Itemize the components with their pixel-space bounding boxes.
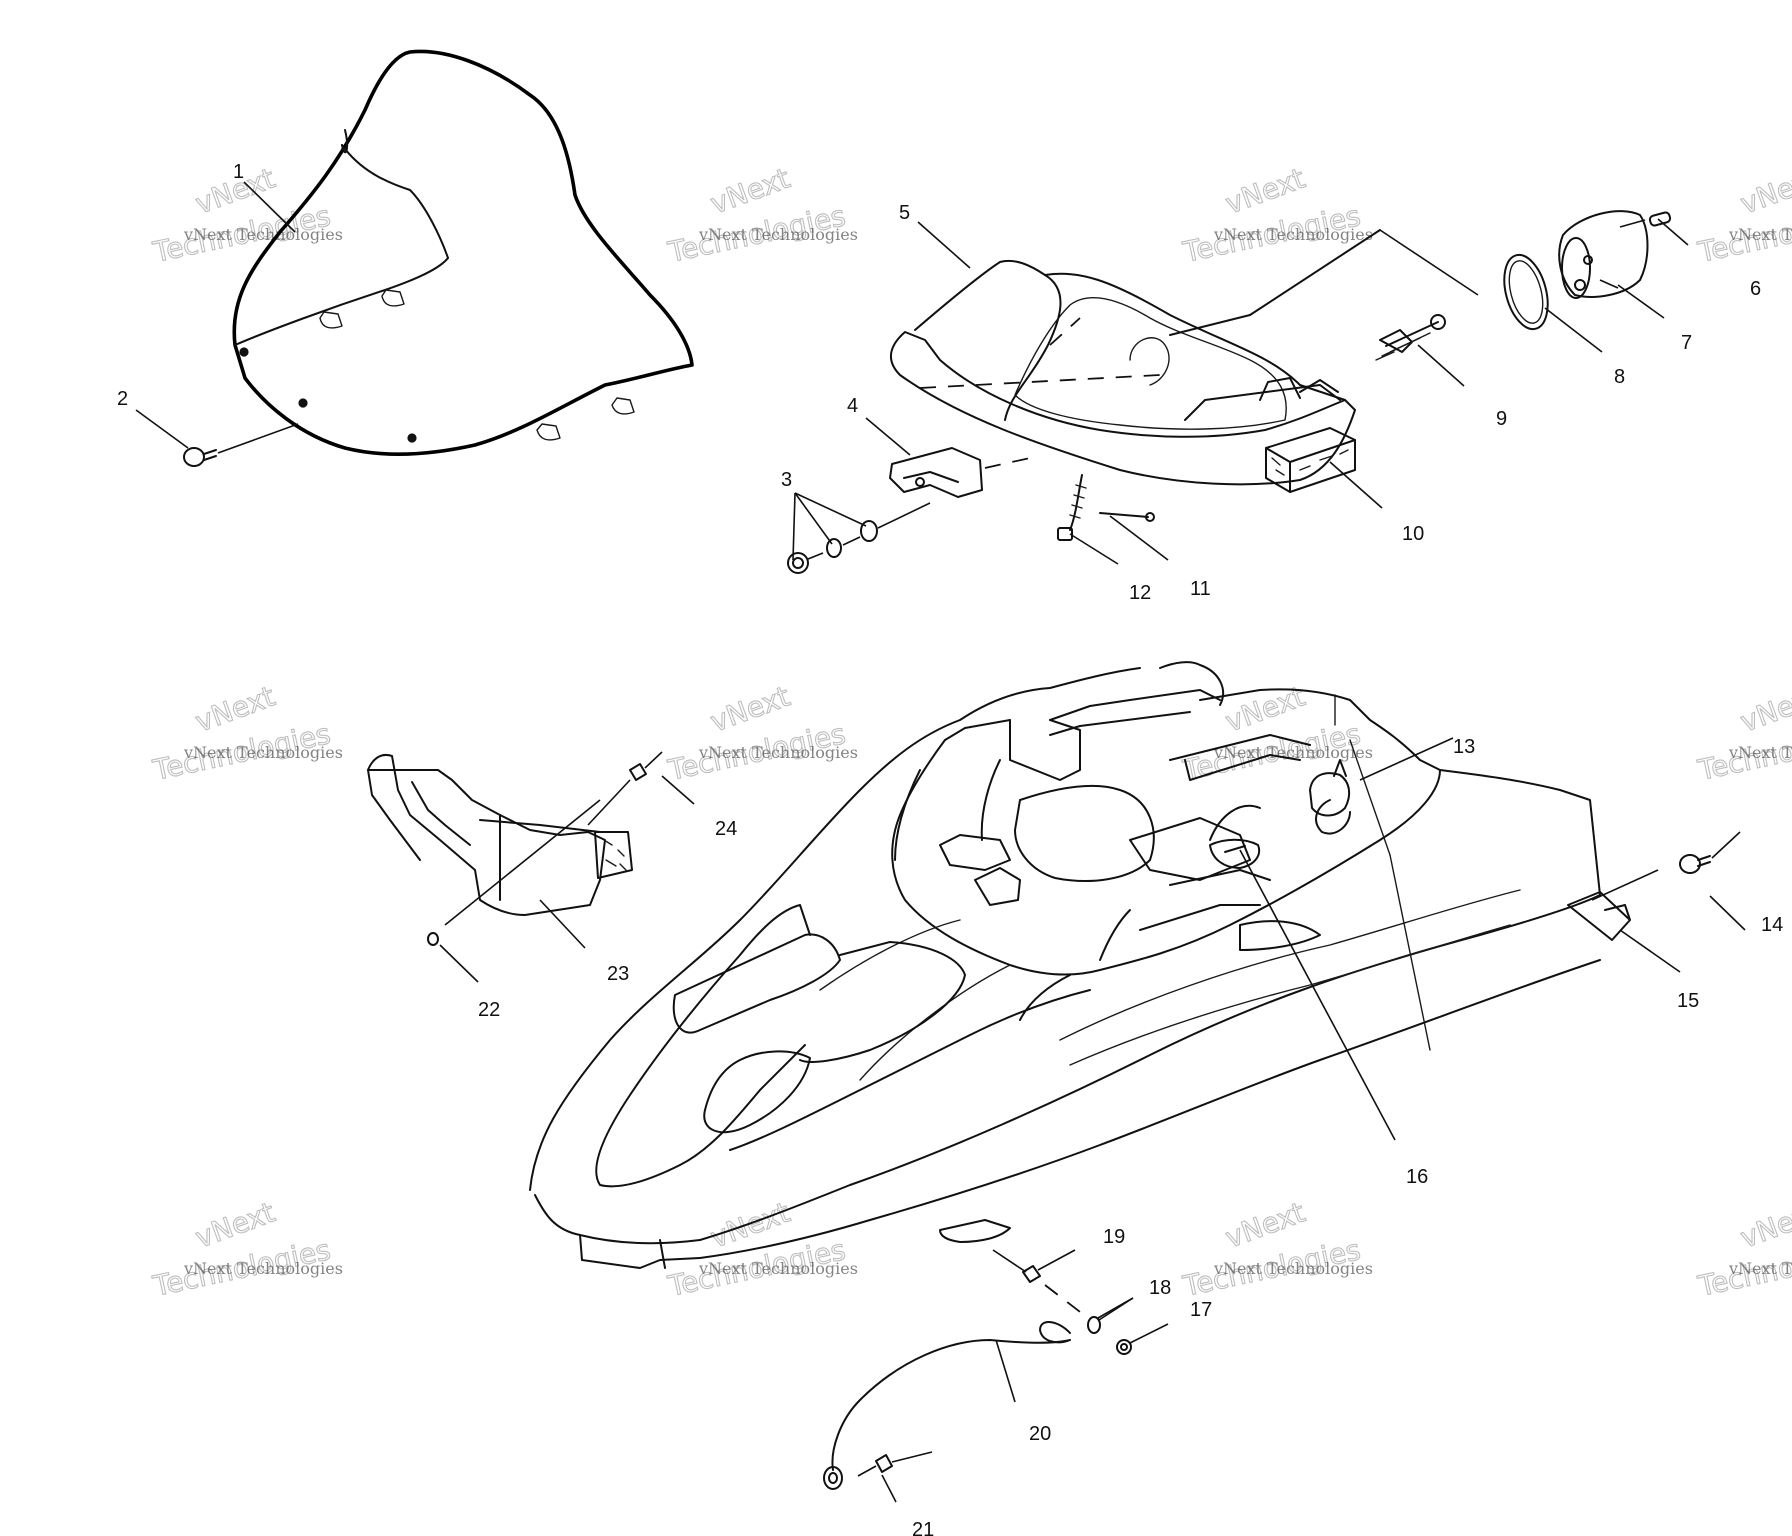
rivet-part-21 bbox=[857, 1451, 933, 1477]
watermark-line: vNext Technologies bbox=[183, 225, 343, 244]
callout-19: 19 bbox=[1103, 1226, 1125, 1248]
callout-24: 24 bbox=[715, 818, 737, 840]
callout-leaders bbox=[135, 181, 1746, 1503]
watermark-line: vNext Technologies bbox=[1728, 743, 1792, 762]
bolt-part-11 bbox=[1099, 512, 1155, 522]
watermark-line: vNext Technologies bbox=[183, 743, 343, 762]
callout-9: 9 bbox=[1496, 408, 1507, 430]
watermark-layer: vNext Technologies vNext Technologies vN… bbox=[149, 161, 1792, 1304]
watermark-line: vNext Technologies bbox=[1213, 743, 1373, 762]
hood-part bbox=[529, 661, 1601, 1269]
callout-14: 14 bbox=[1761, 914, 1783, 936]
gauge-part-7 bbox=[1558, 210, 1649, 299]
windshield-part bbox=[232, 49, 694, 456]
watermark-11: vNext Technologies vNext Technologies bbox=[1179, 1195, 1373, 1304]
bolt-part-19 bbox=[992, 1249, 1089, 1319]
callout-8: 8 bbox=[1614, 366, 1625, 388]
plate-part-15 bbox=[1567, 869, 1659, 941]
fastener-part-14 bbox=[1679, 831, 1741, 874]
nut-part-22 bbox=[427, 799, 601, 946]
callout-2: 2 bbox=[117, 388, 128, 410]
tether-cable-part-20 bbox=[823, 1321, 1071, 1490]
watermark-vnext-word: vNext bbox=[1736, 1196, 1792, 1255]
bracket-part-4 bbox=[889, 447, 1031, 498]
callout-13: 13 bbox=[1453, 736, 1475, 758]
callout-numbers: 1 2 3 4 5 6 7 8 9 10 11 12 13 14 15 16 1… bbox=[117, 161, 1783, 1536]
watermark-12: vNext Technologies vNext Technologies bbox=[1694, 1195, 1792, 1304]
callout-5: 5 bbox=[899, 202, 910, 224]
watermark-5: vNext Technologies vNext Technologies bbox=[149, 679, 343, 788]
watermark-line: vNext Technologies bbox=[1728, 1259, 1792, 1278]
watermark-line: vNext Technologies bbox=[698, 1259, 858, 1278]
socket-part-9 bbox=[1375, 314, 1446, 361]
callout-7: 7 bbox=[1681, 332, 1692, 354]
watermark-9: vNext Technologies vNext Technologies bbox=[149, 1195, 343, 1304]
watermark-6: vNext Technologies vNext Technologies bbox=[664, 679, 858, 788]
nut-part-13 bbox=[1309, 759, 1351, 817]
screw-part-2 bbox=[183, 423, 299, 467]
wire-part-12 bbox=[1057, 474, 1087, 541]
watermark-line: vNext Technologies bbox=[698, 225, 858, 244]
watermark-line: vNext Technologies bbox=[183, 1259, 343, 1278]
callout-3: 3 bbox=[781, 469, 792, 491]
watermark-4: vNext Technologies vNext Technologies bbox=[1694, 161, 1792, 270]
foam-part-10 bbox=[1265, 427, 1356, 493]
bulb-part-6 bbox=[1619, 211, 1672, 228]
callout-23: 23 bbox=[607, 963, 629, 985]
callout-6: 6 bbox=[1750, 278, 1761, 300]
callout-16: 16 bbox=[1406, 1166, 1428, 1188]
nut-part-17 bbox=[1116, 1323, 1169, 1355]
washer-part-18 bbox=[1087, 1297, 1134, 1334]
side-panel-part-23 bbox=[367, 754, 633, 916]
latch-part-16 bbox=[1209, 838, 1260, 869]
watermark-8: vNext Technologies vNext Technologies bbox=[1694, 679, 1792, 788]
callout-11: 11 bbox=[1190, 578, 1211, 600]
callout-15: 15 bbox=[1677, 990, 1699, 1012]
watermark-line: vNext Technologies bbox=[1213, 225, 1373, 244]
callout-22: 22 bbox=[478, 999, 500, 1021]
callout-20: 20 bbox=[1029, 1423, 1051, 1445]
watermark-1: vNext Technologies vNext Technologies bbox=[149, 161, 343, 270]
callout-17: 17 bbox=[1190, 1299, 1212, 1321]
callout-12: 12 bbox=[1129, 582, 1151, 604]
callout-21: 21 bbox=[912, 1519, 934, 1536]
callout-1: 1 bbox=[233, 161, 244, 183]
callout-4: 4 bbox=[847, 395, 858, 417]
hardware-part-3 bbox=[787, 502, 931, 574]
watermark-10: vNext Technologies vNext Technologies bbox=[664, 1195, 858, 1304]
watermark-vnext-word: vNext bbox=[1736, 162, 1792, 221]
watermark-vnext-word: vNext bbox=[1736, 680, 1792, 739]
watermark-line: vNext Technologies bbox=[1728, 225, 1792, 244]
screw-part-24 bbox=[587, 751, 663, 826]
watermark-line: vNext Technologies bbox=[1213, 1259, 1373, 1278]
callout-10: 10 bbox=[1402, 523, 1424, 545]
ring-part-8 bbox=[1379, 229, 1549, 331]
console-part-5 bbox=[890, 229, 1381, 486]
watermark-line: vNext Technologies bbox=[698, 743, 858, 762]
watermark-2: vNext Technologies vNext Technologies bbox=[664, 161, 858, 270]
callout-18: 18 bbox=[1149, 1277, 1171, 1299]
